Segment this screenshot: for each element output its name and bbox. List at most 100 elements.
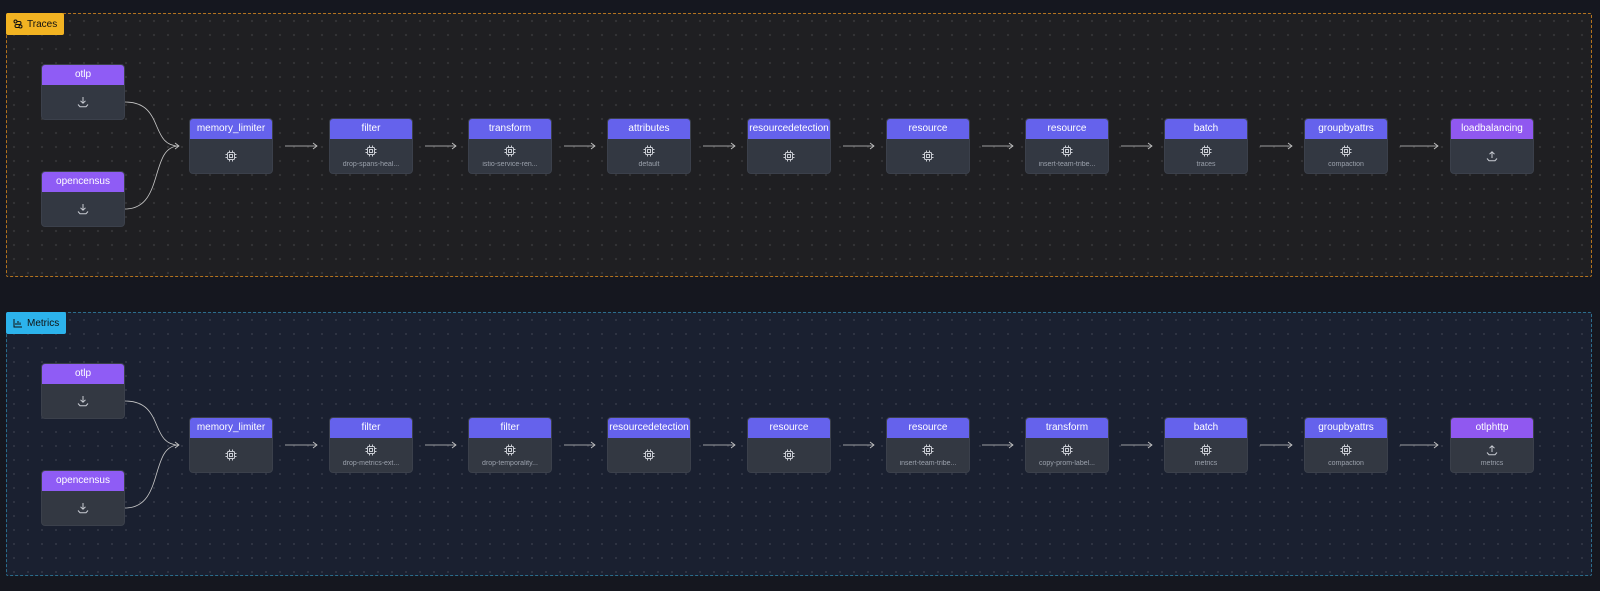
processor-chip-icon	[643, 145, 655, 157]
receiver-node-otlp[interactable]: otlp	[41, 363, 125, 419]
node-title: resourcedetection	[748, 119, 830, 139]
node-subtitle: traces	[1196, 161, 1216, 168]
exporter-node-loadbalancing[interactable]: loadbalancing	[1450, 118, 1534, 174]
download-icon	[77, 204, 89, 215]
route-icon	[13, 19, 23, 29]
edge-arrowhead	[869, 142, 875, 150]
edge-arrowhead	[730, 142, 736, 150]
edge-arrowhead	[1147, 441, 1153, 449]
processor-chip-icon	[783, 150, 795, 162]
processor-node-transform[interactable]: transform copy-prom-label...	[1025, 417, 1109, 473]
node-title: resourcedetection	[608, 418, 690, 438]
processor-chip-icon	[365, 145, 377, 157]
bar-chart-icon	[13, 319, 22, 328]
metrics-pipeline: Metrics otlp opencensus memory_limiter filte…	[6, 312, 1592, 576]
node-title: groupbyattrs	[1305, 418, 1387, 438]
receiver-edge	[124, 444, 180, 509]
node-title: resource	[748, 418, 830, 438]
node-title: resource	[1026, 119, 1108, 139]
node-subtitle: drop-temporality...	[482, 460, 538, 467]
node-subtitle: drop-spans-heal...	[342, 161, 400, 168]
node-subtitle: default	[638, 161, 660, 168]
receiver-node-opencensus[interactable]: opencensus	[41, 470, 125, 526]
download-icon	[77, 503, 89, 514]
edge-arrowhead	[590, 142, 596, 150]
processor-chip-icon	[1340, 444, 1352, 456]
processor-chip-icon	[1340, 145, 1352, 157]
node-title: batch	[1165, 418, 1247, 438]
processor-node-resource[interactable]: resource	[747, 417, 831, 473]
edge-arrowhead	[174, 142, 180, 150]
receiver-edge	[124, 400, 180, 446]
edge-arrowhead	[312, 441, 318, 449]
node-title: filter	[469, 418, 551, 438]
processor-node-groupbyattrs[interactable]: groupbyattrs compaction	[1304, 417, 1388, 473]
processor-node-groupbyattrs[interactable]: groupbyattrs compaction	[1304, 118, 1388, 174]
processor-node-filter[interactable]: filter drop-spans-heal...	[329, 118, 413, 174]
node-title: groupbyattrs	[1305, 119, 1387, 139]
node-title: resource	[887, 119, 969, 139]
exporter-node-otlphttp[interactable]: otlphttp metrics	[1450, 417, 1534, 473]
edge-arrowhead	[1433, 142, 1439, 150]
edge-arrowhead	[1287, 142, 1293, 150]
edge-arrowhead	[451, 441, 457, 449]
node-title: resource	[887, 418, 969, 438]
node-title: otlphttp	[1451, 418, 1533, 438]
node-subtitle: metrics	[1480, 460, 1504, 467]
edge-arrowhead	[869, 441, 875, 449]
processor-chip-icon	[922, 444, 934, 456]
node-subtitle: insert-team-tribe...	[899, 460, 957, 467]
processor-node-resource[interactable]: resource insert-team-tribe...	[1025, 118, 1109, 174]
download-icon	[77, 396, 89, 407]
edge-arrowhead	[312, 142, 318, 150]
processor-node-resourcedetection[interactable]: resourcedetection	[747, 118, 831, 174]
receiver-node-otlp[interactable]: otlp	[41, 64, 125, 120]
edge-arrowhead	[590, 441, 596, 449]
node-title: opencensus	[42, 471, 124, 491]
processor-chip-icon	[922, 150, 934, 162]
processor-node-filter[interactable]: filter drop-temporality...	[468, 417, 552, 473]
processor-node-resource[interactable]: resource	[886, 118, 970, 174]
edge-arrowhead	[1287, 441, 1293, 449]
receiver-node-opencensus[interactable]: opencensus	[41, 171, 125, 227]
node-title: otlp	[42, 65, 124, 85]
processor-chip-icon	[225, 449, 237, 461]
upload-icon	[1486, 151, 1498, 162]
processor-node-memory_limiter[interactable]: memory_limiter	[189, 118, 273, 174]
node-subtitle: insert-team-tribe...	[1038, 161, 1096, 168]
pipeline-label: Metrics	[27, 317, 60, 329]
processor-chip-icon	[643, 449, 655, 461]
node-title: memory_limiter	[190, 418, 272, 438]
node-subtitle: metrics	[1194, 460, 1218, 467]
download-icon	[77, 97, 89, 108]
pipeline-label: Traces	[27, 18, 58, 30]
node-subtitle: compaction	[1328, 460, 1364, 467]
node-title: transform	[1026, 418, 1108, 438]
processor-node-memory_limiter[interactable]: memory_limiter	[189, 417, 273, 473]
processor-chip-icon	[504, 145, 516, 157]
processor-node-resource[interactable]: resource insert-team-tribe...	[886, 417, 970, 473]
processor-chip-icon	[1200, 444, 1212, 456]
processor-chip-icon	[365, 444, 377, 456]
processor-node-resourcedetection[interactable]: resourcedetection	[607, 417, 691, 473]
processor-node-batch[interactable]: batch metrics	[1164, 417, 1248, 473]
processor-chip-icon	[783, 449, 795, 461]
processor-chip-icon	[1061, 145, 1073, 157]
node-subtitle: compaction	[1328, 161, 1364, 168]
metrics-pipeline-badge: Metrics	[6, 312, 67, 334]
edge-arrowhead	[1147, 142, 1153, 150]
edge-arrowhead	[1433, 441, 1439, 449]
edge-arrowhead	[174, 441, 180, 449]
node-title: opencensus	[42, 172, 124, 192]
node-title: filter	[330, 119, 412, 139]
upload-icon	[1486, 445, 1498, 456]
receiver-edge	[124, 145, 180, 210]
node-subtitle: copy-prom-label...	[1038, 460, 1096, 467]
edge-arrowhead	[730, 441, 736, 449]
traces-pipeline: Traces otlp opencensus memory_limiter filter…	[6, 13, 1592, 277]
node-subtitle: istio-service-ren...	[482, 161, 538, 168]
